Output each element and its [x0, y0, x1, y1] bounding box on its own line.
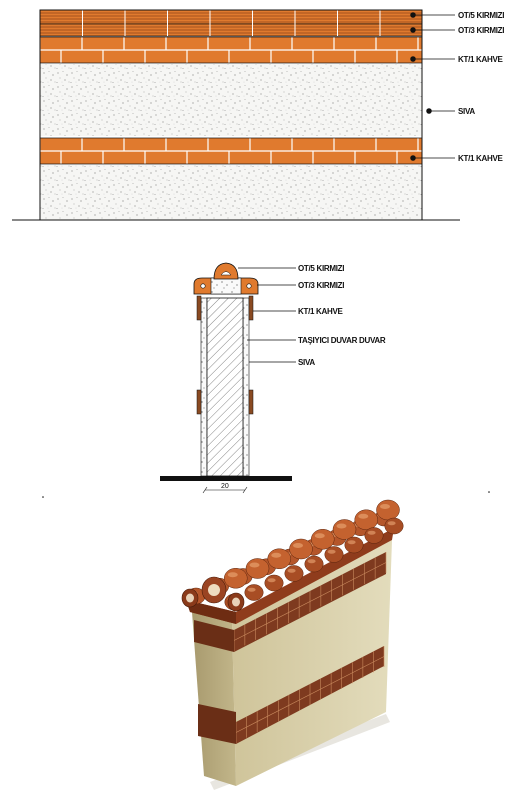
label-ot3: OT/3 KIRMIZI: [458, 26, 504, 35]
section-leaders: [238, 267, 296, 363]
section-label-wall: TAŞIYICI DUVAR DUVAR: [298, 336, 386, 345]
label-kt1-top: KT/1 KAHVE: [458, 55, 504, 64]
brick-course-middle: [39, 137, 423, 165]
label-kt1-bottom: KT/1 KAHVE: [458, 154, 504, 163]
section-label-kt1: KT/1 KAHVE: [298, 307, 344, 316]
load-bearing-wall: [206, 297, 244, 477]
dimension-value: 20: [221, 483, 229, 490]
section-label-ot3: OT/3 KIRMIZI: [298, 281, 344, 290]
elevation-leaders: [410, 12, 455, 161]
coping-bricks: [39, 9, 423, 37]
label-ot5: OT/5 KIRMIZI: [458, 11, 504, 20]
section-label-siva: SIVA: [298, 358, 315, 367]
label-siva: SIVA: [458, 107, 475, 116]
wall-3d-render: [181, 499, 404, 790]
plaster-band-lower: [40, 165, 422, 220]
wall-section: [160, 262, 292, 481]
plaster-band-upper: [40, 64, 422, 136]
dimension-line: [202, 486, 248, 494]
wall-elevation: [12, 9, 460, 221]
foundation-slab: [160, 476, 292, 481]
brick-course-top: [39, 36, 423, 64]
render-wall-side: [192, 612, 236, 786]
coping-ot5: [213, 262, 239, 280]
section-label-ot5: OT/5 KIRMIZI: [298, 264, 344, 273]
